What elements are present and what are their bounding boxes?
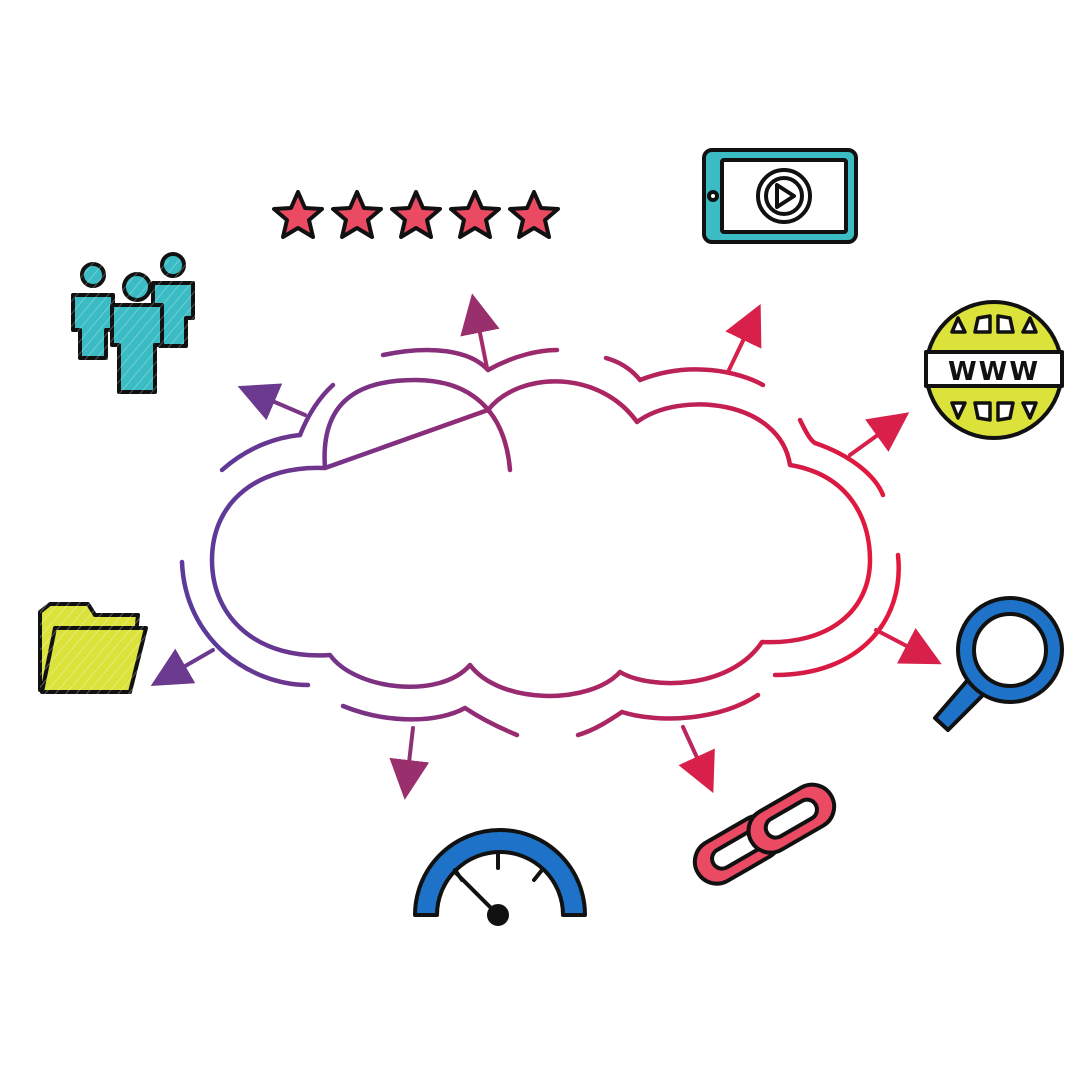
arrow-to-magnifier xyxy=(874,628,942,665)
www-label: WWW xyxy=(948,357,1040,387)
globe-www-icon: WWW xyxy=(924,300,1064,440)
arrow-to-chain xyxy=(678,725,715,794)
folder-icon xyxy=(38,602,148,694)
video-tablet-icon xyxy=(702,148,858,244)
magnifier-icon xyxy=(933,596,1064,732)
cloud-icon xyxy=(179,347,901,738)
arrow-to-tablet xyxy=(725,303,762,374)
arrow-to-folder xyxy=(150,648,215,687)
arrow-to-speedometer xyxy=(389,726,430,800)
arrow-to-stars xyxy=(460,293,500,370)
chain-link-icon xyxy=(692,782,837,886)
arrow-to-people xyxy=(237,383,307,421)
speedometer-icon xyxy=(413,828,587,926)
people-icon xyxy=(70,252,195,395)
connector-arrows xyxy=(150,293,942,800)
arrow-to-globe xyxy=(848,412,910,457)
star-rating-icon xyxy=(272,190,560,239)
